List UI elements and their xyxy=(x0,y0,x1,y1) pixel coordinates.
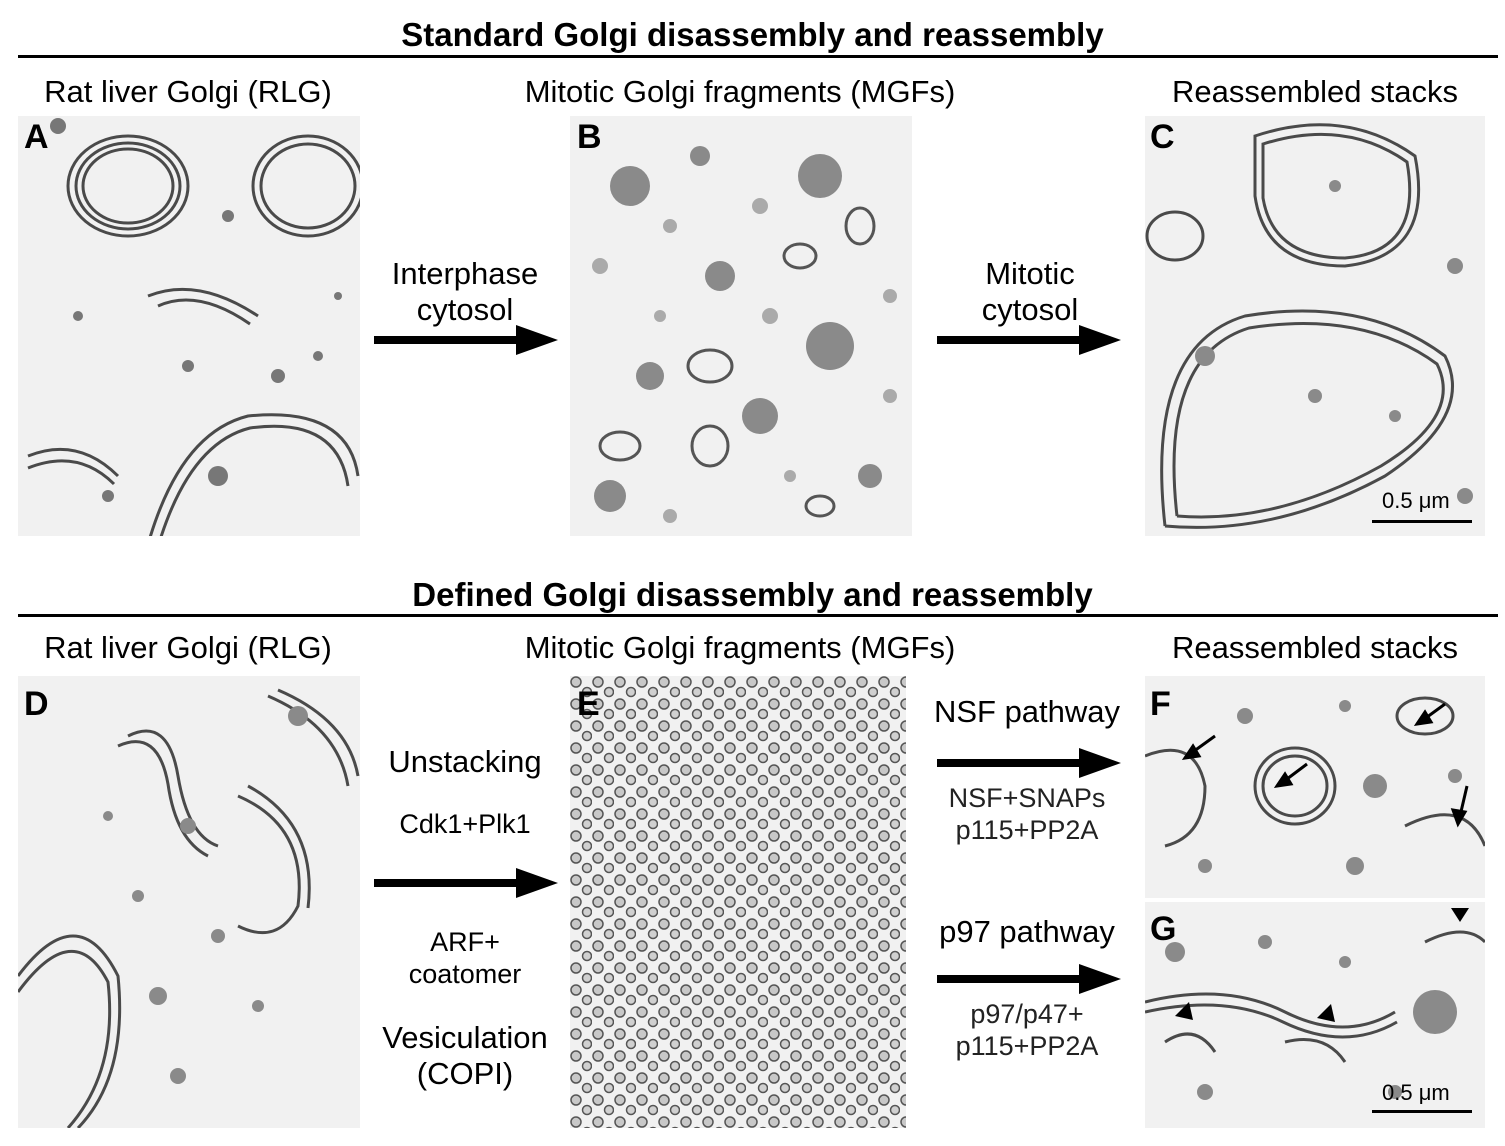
micrograph-c-image xyxy=(1145,123,1473,529)
panel-label-f: F xyxy=(1150,685,1171,723)
p97-p47-label: p97/p47+ xyxy=(970,999,1084,1029)
micrograph-panel-b xyxy=(570,116,912,536)
micrograph-panel-f xyxy=(1145,676,1485,898)
coatomer-label: coatomer xyxy=(408,959,522,989)
section-title-defined: Defined Golgi disassembly and reassembly xyxy=(412,576,1093,613)
panel-label-d: D xyxy=(24,685,49,723)
vesiculation-text: Vesiculation xyxy=(382,1020,548,1055)
cytosol-label: cytosol xyxy=(981,292,1079,327)
caption-mgfs: Mitotic Golgi fragments (MGFs) xyxy=(524,74,956,109)
copi-text: (COPI) xyxy=(416,1056,514,1091)
p115-pp2a-label: p115+PP2A xyxy=(955,1031,1099,1061)
micrograph-panel-g xyxy=(1145,902,1485,1128)
nsf-factors: NSF+SNAPs p115+PP2A xyxy=(912,782,1142,846)
micrograph-a-image xyxy=(27,118,360,536)
pointer-arrow-icon xyxy=(1181,702,1469,828)
nsf-pathway-label: NSF pathway xyxy=(933,694,1121,729)
right-arrow-icon xyxy=(937,964,1121,994)
p115-pp2a-label: p115+PP2A xyxy=(955,815,1099,845)
scale-label: 0.5 μm xyxy=(1382,488,1450,513)
right-arrow-icon xyxy=(937,325,1121,355)
caption-rlg: Rat liver Golgi (RLG) xyxy=(44,74,332,109)
section-divider xyxy=(18,614,1498,617)
micrograph-panel-d xyxy=(18,676,360,1128)
cytosol-label: cytosol xyxy=(416,292,514,327)
p97-pathway-label: p97 pathway xyxy=(939,914,1115,949)
micrograph-panel-e xyxy=(570,676,906,1128)
caption-reassembled: Reassembled stacks xyxy=(1171,74,1458,109)
caption-rlg: Rat liver Golgi (RLG) xyxy=(44,630,332,665)
micrograph-b-image xyxy=(592,146,897,523)
unstacking-label: Unstacking xyxy=(388,744,542,779)
right-arrow-icon xyxy=(374,868,558,898)
micrograph-f-image xyxy=(1145,696,1485,875)
scale-bar xyxy=(1372,1110,1472,1113)
micrograph-d-image xyxy=(18,688,360,1128)
vesiculation-factors: ARF+ coatomer xyxy=(360,926,570,990)
arrowhead-icon xyxy=(1175,908,1469,1022)
caption-reassembled: Reassembled stacks xyxy=(1171,630,1458,665)
right-arrow-icon xyxy=(937,748,1121,778)
panel-label-b: B xyxy=(577,118,602,156)
panel-label-c: C xyxy=(1150,118,1175,156)
section-title-standard: Standard Golgi disassembly and reassembl… xyxy=(401,16,1104,53)
mitotic-cytosol-label: Mitotic cytosol xyxy=(930,256,1130,328)
right-arrow-icon xyxy=(374,325,558,355)
scale-bar xyxy=(1372,520,1472,523)
panel-label-g: G xyxy=(1150,910,1177,948)
arf-label: ARF+ xyxy=(430,927,500,957)
nsf-snaps-label: NSF+SNAPs xyxy=(948,783,1106,813)
vesiculation-label: Vesiculation (COPI) xyxy=(360,1020,570,1092)
micrograph-g-image xyxy=(1145,908,1485,1100)
unstacking-factors: Cdk1+Plk1 xyxy=(399,809,531,839)
micrograph-panel-a xyxy=(18,116,360,536)
section-divider xyxy=(18,55,1498,58)
p97-factors: p97/p47+ p115+PP2A xyxy=(912,998,1142,1062)
panel-label-e: E xyxy=(577,685,600,723)
panel-label-a: A xyxy=(24,118,49,156)
caption-mgfs: Mitotic Golgi fragments (MGFs) xyxy=(524,630,956,665)
micrograph-e-image xyxy=(570,676,906,1128)
micrograph-panel-c xyxy=(1145,116,1485,536)
interphase-cytosol-label: Interphase cytosol xyxy=(370,256,560,328)
scale-label: 0.5 μm xyxy=(1382,1080,1450,1105)
mitotic-label: Mitotic xyxy=(985,256,1075,291)
interphase-label: Interphase xyxy=(391,256,539,291)
